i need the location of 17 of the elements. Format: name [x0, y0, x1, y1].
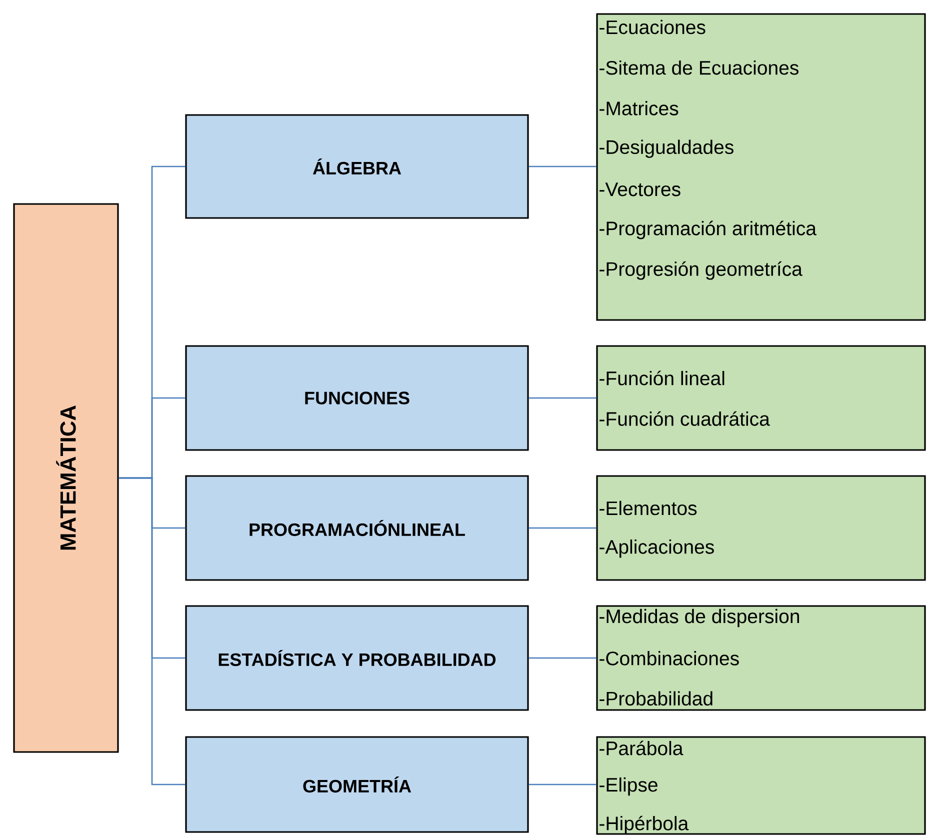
topic-box: ÁLGEBRA [185, 114, 529, 219]
subtopic-box: -Parábola -Elipse -Hipérbola [596, 736, 926, 835]
subtopic-box: -Función lineal -Función cuadrática [596, 345, 926, 451]
connector-line [528, 527, 596, 529]
topic-box: ESTADÍSTICA Y PROBABILIDAD [185, 605, 529, 711]
subtopic-box: -Elementos -Aplicaciones [596, 475, 926, 581]
root-box: MATEMÁTICA [13, 203, 119, 753]
topic-box: PROGRAMACIÓNLINEAL [185, 475, 529, 581]
connector-line [528, 784, 596, 786]
topic-box: FUNCIONES [185, 345, 529, 451]
connector-line [528, 657, 596, 659]
connector-line [528, 166, 596, 168]
topic-box: GEOMETRÍA [185, 736, 529, 833]
subtopic-box: -Ecuaciones -Sitema de Ecuaciones -Matrices -Desigualdades -Vectores -Programación aritmética -Progresión geometríca [596, 13, 926, 321]
connector-line [528, 397, 596, 399]
subtopic-box: -Medidas de dispersion -Combinaciones -Probabilidad [596, 605, 926, 711]
connector-line [118, 477, 186, 786]
